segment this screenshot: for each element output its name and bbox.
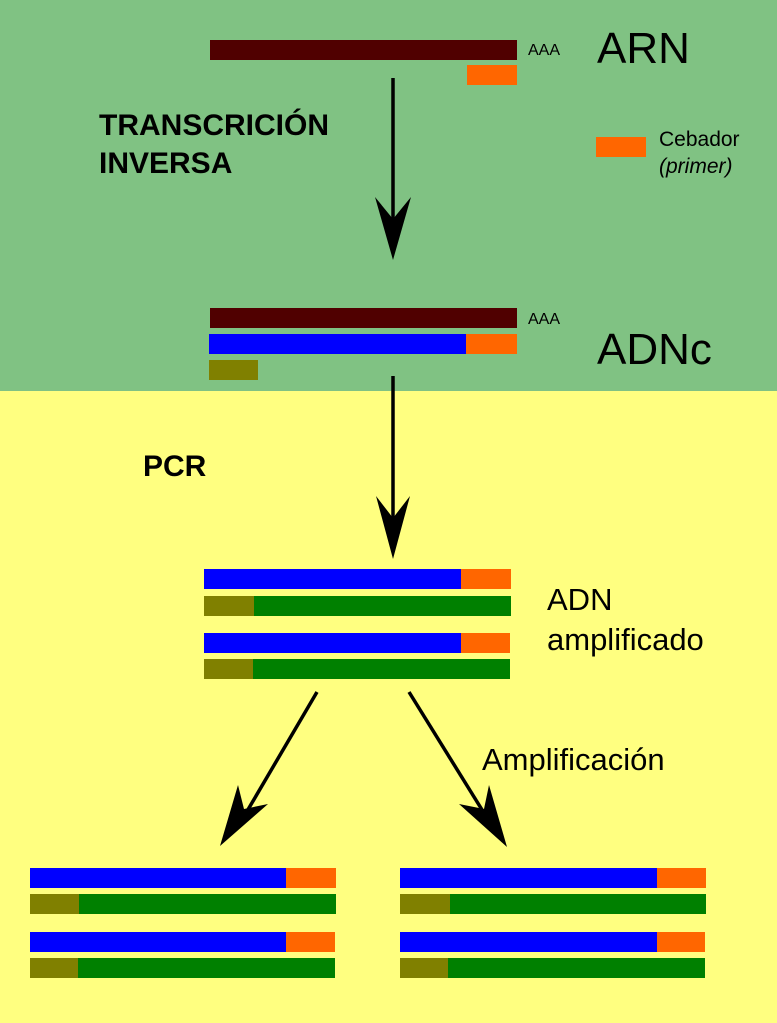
legend-primer-swatch [596, 137, 646, 157]
legend-primer-label-en: (primer) [659, 155, 733, 178]
cdna-segment [204, 633, 461, 653]
complementary-segment [253, 659, 510, 679]
cdna-segment [400, 932, 657, 952]
second-primer-segment [204, 596, 254, 616]
complementary-strand [400, 958, 705, 978]
rna-strand-template [210, 308, 517, 328]
amplification-label: Amplificación [482, 742, 665, 777]
cdna-strand [400, 932, 705, 952]
arrow-pcr [376, 376, 410, 559]
primer-segment [657, 932, 705, 952]
rna-segment [210, 40, 517, 60]
complementary-segment [254, 596, 511, 616]
second-primer-segment [30, 958, 78, 978]
complementary-strand [204, 596, 511, 616]
complementary-strand [30, 894, 336, 914]
complementary-strand [204, 659, 510, 679]
arrow-amplify-left [220, 691, 319, 846]
second-primer-segment [209, 360, 258, 380]
primer-segment [461, 633, 510, 653]
legend-primer-label: Cebador [659, 128, 740, 151]
rna-label: ARN [597, 24, 690, 73]
second-primer-segment [400, 894, 450, 914]
cdna-segment [400, 868, 657, 888]
cdna-strand [30, 868, 336, 888]
polya-tail-label: AAA [528, 42, 561, 59]
cdna-label: ADNc [597, 325, 712, 374]
complementary-segment [78, 958, 335, 978]
primer-segment [657, 868, 706, 888]
primer-segment [461, 569, 511, 589]
complementary-strand [30, 958, 335, 978]
primer-on-rna [467, 65, 517, 85]
step-label-line2: INVERSA [99, 147, 233, 180]
complementary-strand [400, 894, 706, 914]
primer-segment [467, 65, 517, 85]
amplified-label-line1: ADN [547, 582, 613, 617]
cdna-strand [400, 868, 706, 888]
reverse-transcription-label: TRANSCRICIÓN INVERSA [99, 107, 329, 183]
rna-strand [210, 40, 517, 60]
step-label-line1: TRANSCRICIÓN [99, 109, 329, 142]
primer-segment [286, 868, 336, 888]
cdna-segment [204, 569, 461, 589]
complementary-segment [448, 958, 705, 978]
second-primer-segment [30, 894, 79, 914]
rna-segment [210, 308, 517, 328]
pcr-panel [0, 391, 777, 1023]
cdna-segment [30, 932, 286, 952]
primer-segment [466, 334, 517, 354]
cdna-strand [204, 569, 511, 589]
complementary-segment [79, 894, 336, 914]
cdna-segment [30, 868, 286, 888]
cdna-segment [209, 334, 466, 354]
arrow-rt [375, 78, 411, 260]
cdna-strand [30, 932, 335, 952]
legend-primer-text: Cebador (primer) [659, 126, 740, 180]
cdna-strand [204, 633, 510, 653]
second-primer-segment [204, 659, 253, 679]
arrow-amplify-right [407, 691, 507, 847]
pcr-label: PCR [143, 450, 207, 483]
cdna-strand [209, 334, 517, 354]
amplified-label-line2: amplificado [547, 622, 704, 657]
second-primer [209, 360, 258, 380]
complementary-segment [450, 894, 706, 914]
amplified-dna-label: ADN amplificado [547, 580, 704, 660]
cdna-polya-tail-label: AAA [528, 311, 561, 328]
primer-segment [286, 932, 335, 952]
second-primer-segment [400, 958, 448, 978]
